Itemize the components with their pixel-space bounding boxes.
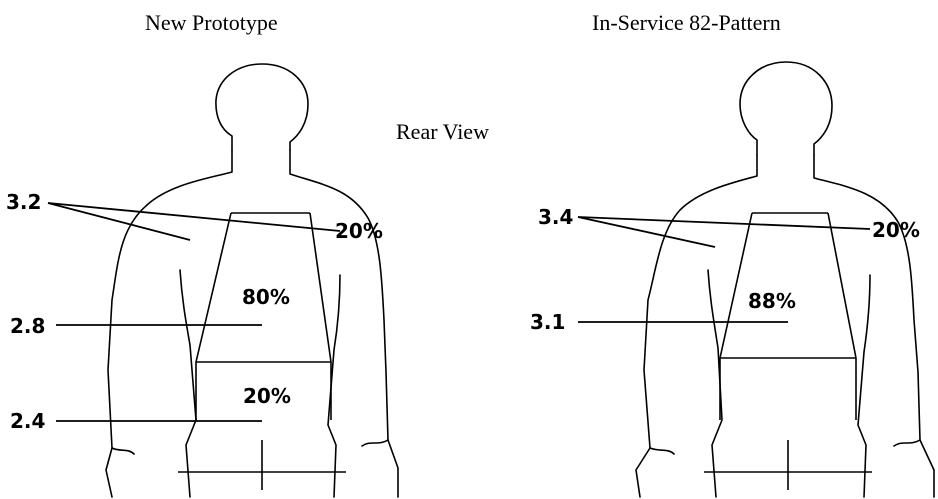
zone-lower-back-pct-left: 20% bbox=[243, 384, 291, 408]
inner-arm-left-2 bbox=[328, 275, 340, 497]
zones-right bbox=[704, 213, 872, 490]
zones-left bbox=[178, 213, 346, 490]
callout-lower-back-value-left: 2.4 bbox=[10, 409, 45, 433]
callout-upper-back-value-right: 3.1 bbox=[530, 310, 565, 334]
view-label: Rear View bbox=[396, 119, 489, 144]
panel-title-left: New Prototype bbox=[145, 10, 278, 35]
callout-shoulder-value-right: 3.4 bbox=[538, 205, 573, 229]
head-outline-right bbox=[740, 62, 832, 155]
hand-left-1 bbox=[112, 448, 134, 454]
callout-shoulder-value-left: 3.2 bbox=[6, 190, 41, 214]
hand-right-2 bbox=[894, 440, 920, 446]
head-outline-left bbox=[216, 64, 308, 150]
panel-new-prototype: New Prototype 3.2 bbox=[6, 10, 398, 497]
body-outline-left bbox=[106, 64, 398, 497]
callouts-right: 3.4 20% 88% 3.1 bbox=[530, 205, 920, 334]
panel-title-right: In-Service 82-Pattern bbox=[592, 10, 781, 35]
torso-outline-right bbox=[636, 155, 934, 497]
zone-upper-back-pct-right: 88% bbox=[748, 289, 796, 313]
zone-shoulder-pct-left: 20% bbox=[335, 219, 383, 243]
inner-arm-left-1 bbox=[180, 270, 196, 497]
zone-shoulder-pct-right: 20% bbox=[872, 218, 920, 242]
hand-left-2 bbox=[362, 440, 388, 446]
torso-outline-left bbox=[106, 150, 398, 497]
callout-upper-back-value-left: 2.8 bbox=[10, 314, 45, 338]
hand-right-1 bbox=[650, 448, 674, 454]
inner-arm-right-2 bbox=[858, 275, 870, 497]
body-outline-right bbox=[636, 62, 934, 497]
panel-in-service-82-pattern: In-Service 82-Pattern 3.4 bbox=[530, 10, 934, 497]
zone-upper-back-pct-left: 80% bbox=[242, 285, 290, 309]
